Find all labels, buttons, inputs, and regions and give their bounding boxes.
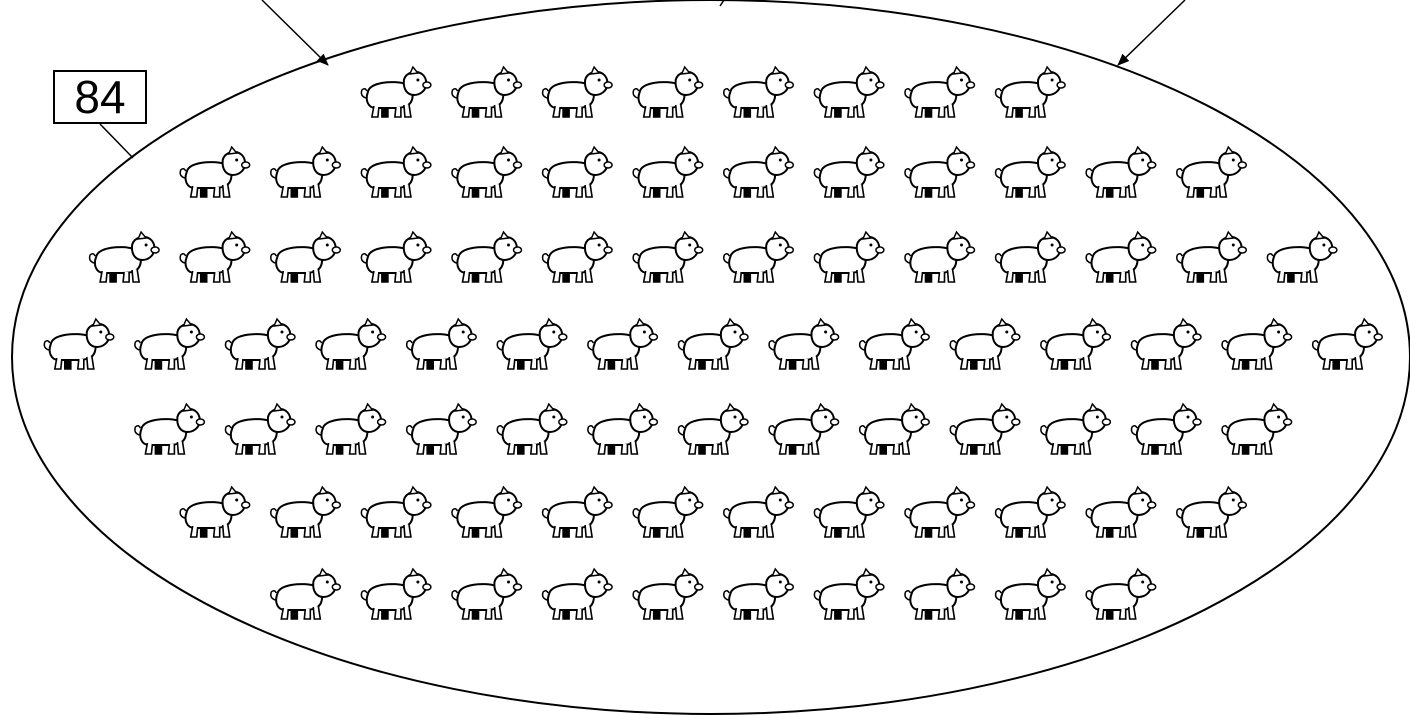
pig-icon — [860, 319, 930, 369]
pig-icon — [633, 487, 703, 537]
pig-icon — [996, 487, 1066, 537]
arrow-left — [262, 0, 328, 65]
count-label: 84 — [74, 74, 125, 120]
pig-icon — [950, 404, 1020, 454]
pig-icon — [361, 569, 431, 619]
pig-icon — [724, 232, 794, 282]
pig-icon — [452, 487, 522, 537]
pig-icon — [905, 232, 975, 282]
pig-icon — [180, 147, 250, 197]
pig-icon — [996, 67, 1066, 117]
pig-icon — [271, 232, 341, 282]
pig-icon — [361, 67, 431, 117]
pig-icon — [633, 147, 703, 197]
pig-icon — [633, 569, 703, 619]
pig-icon — [543, 569, 613, 619]
pig-icon — [1132, 404, 1202, 454]
pig-icon — [814, 569, 884, 619]
pig-icon — [769, 404, 839, 454]
pig-icon — [679, 319, 749, 369]
pig-icon — [814, 147, 884, 197]
pig-icon — [905, 67, 975, 117]
pig-icon — [226, 404, 296, 454]
pig-icon — [996, 569, 1066, 619]
pig-icon — [633, 232, 703, 282]
pig-icon — [724, 487, 794, 537]
pig-icon — [860, 404, 930, 454]
pig-icon — [1313, 319, 1383, 369]
pig-icon — [1267, 232, 1337, 282]
pig-icon — [1177, 232, 1247, 282]
pig-icon — [724, 147, 794, 197]
pig-icon — [407, 404, 477, 454]
pig-icon — [497, 404, 567, 454]
pig-icon — [497, 319, 567, 369]
pig-icon — [1086, 232, 1156, 282]
pig-icon — [316, 319, 386, 369]
pig-icon — [905, 569, 975, 619]
pig-icon — [1222, 319, 1292, 369]
pig-icon — [361, 232, 431, 282]
pig-icon — [135, 404, 205, 454]
pig-icon — [814, 487, 884, 537]
count-connector — [100, 124, 133, 158]
pig-icon — [1086, 569, 1156, 619]
pig-collection — [44, 67, 1382, 619]
pig-icon — [814, 232, 884, 282]
pig-icon — [588, 404, 658, 454]
pig-icon — [226, 319, 296, 369]
pig-icon — [1086, 147, 1156, 197]
pig-icon — [769, 319, 839, 369]
pig-icon — [452, 67, 522, 117]
pig-icon — [1177, 487, 1247, 537]
pig-icon — [271, 569, 341, 619]
pig-icon — [180, 487, 250, 537]
pig-icon — [950, 319, 1020, 369]
pig-icon — [271, 147, 341, 197]
pig-icon — [724, 67, 794, 117]
pig-icon — [361, 147, 431, 197]
pig-icon — [1086, 487, 1156, 537]
pig-icon — [996, 147, 1066, 197]
pig-icon — [1177, 147, 1247, 197]
pig-icon — [180, 232, 250, 282]
pig-icon — [316, 404, 386, 454]
pig-icon — [452, 232, 522, 282]
pig-icon — [679, 404, 749, 454]
pig-icon — [452, 569, 522, 619]
pig-icon — [135, 319, 205, 369]
pig-icon — [905, 147, 975, 197]
pig-icon — [1222, 404, 1292, 454]
pig-icon — [588, 319, 658, 369]
pig-icon — [271, 487, 341, 537]
pig-icon — [1041, 404, 1111, 454]
pig-icon — [543, 147, 613, 197]
pig-icon — [452, 147, 522, 197]
pig-icon — [407, 319, 477, 369]
pig-icon — [905, 487, 975, 537]
count-label-box: 84 — [53, 70, 147, 124]
pig-icon — [724, 569, 794, 619]
pig-icon — [633, 67, 703, 117]
pig-icon — [543, 487, 613, 537]
pig-icon — [1041, 319, 1111, 369]
pig-icon — [90, 232, 160, 282]
pig-icon — [361, 487, 431, 537]
pig-icon — [543, 67, 613, 117]
pig-icon — [543, 232, 613, 282]
pig-icon — [814, 67, 884, 117]
pig-icon — [1132, 319, 1202, 369]
pig-icon — [44, 319, 114, 369]
arrow-right — [1118, 0, 1185, 65]
pig-icon — [996, 232, 1066, 282]
